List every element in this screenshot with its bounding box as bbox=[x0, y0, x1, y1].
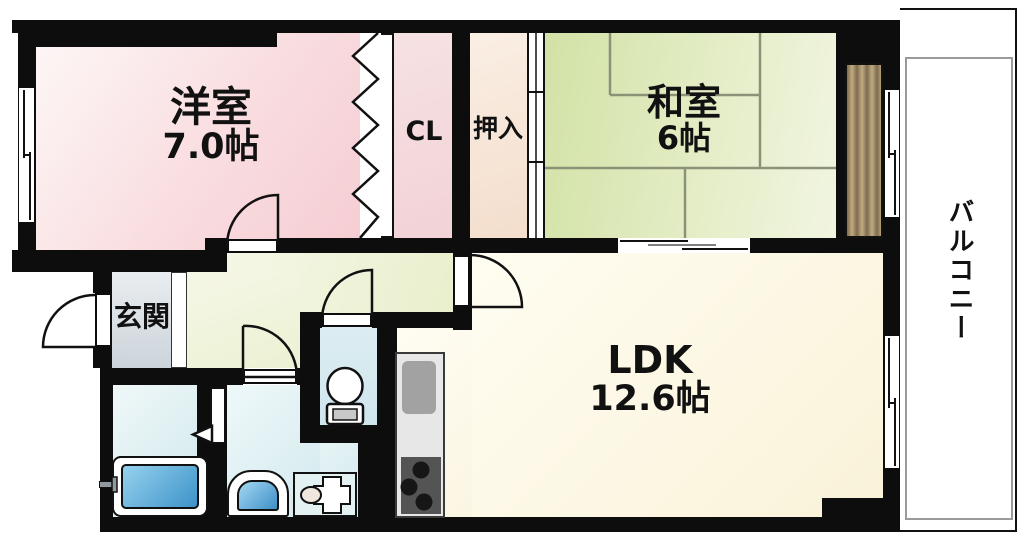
wall-hall-south-a bbox=[300, 312, 322, 328]
room-western bbox=[36, 33, 360, 250]
hallway-lower bbox=[186, 272, 300, 368]
room-size: 6帖 bbox=[656, 119, 712, 158]
wall-outer-left-lower bbox=[100, 368, 113, 532]
room-name: 洋室 bbox=[170, 83, 252, 131]
room-label-balcony: バルコニー bbox=[944, 197, 974, 343]
sliding-door-washitsu-ldk bbox=[618, 238, 750, 253]
room-closet-cl bbox=[394, 33, 452, 238]
room-label-ldk: LDK 12.6帖 bbox=[535, 338, 765, 419]
window-ldk-east bbox=[885, 336, 899, 468]
kitchen-sink-icon bbox=[402, 361, 436, 414]
wall-cl-oshiire-divider bbox=[452, 20, 470, 253]
room-ldk bbox=[472, 253, 883, 517]
room-label-entrance: 玄関 bbox=[113, 300, 170, 333]
room-size: 7.0帖 bbox=[162, 126, 260, 167]
closet-door-panel bbox=[378, 33, 394, 238]
room-label-japanese: 和室 6帖 bbox=[584, 81, 784, 158]
closet-wood-texture bbox=[845, 63, 883, 238]
wall-genkan-left-upper bbox=[93, 252, 112, 293]
washing-machine-window bbox=[237, 480, 279, 511]
wall-middle-b bbox=[750, 238, 900, 253]
shoe-cabinet bbox=[171, 272, 187, 368]
room-label-western: 洋室 7.0帖 bbox=[86, 86, 336, 165]
room-oshiire-closet bbox=[470, 33, 527, 238]
wall-washroom-top-a bbox=[100, 368, 243, 385]
door-leaf-yoshitsu bbox=[227, 239, 278, 253]
swing-door-entrance bbox=[41, 293, 96, 349]
room-label-oshiire: 押入 bbox=[472, 114, 523, 143]
wall-step bbox=[205, 238, 227, 272]
wall-corner-bottomright bbox=[822, 498, 900, 532]
door-leaf-ldk bbox=[453, 255, 470, 307]
room-name: LDK bbox=[607, 338, 693, 382]
room-entrance bbox=[112, 272, 172, 368]
wall-hall-south-b bbox=[372, 312, 472, 328]
balcony-floor-line bbox=[905, 57, 1013, 520]
wall-lintel bbox=[36, 33, 277, 47]
window-west bbox=[19, 88, 34, 222]
wall-washext-right bbox=[358, 425, 377, 517]
window-washitsu-east bbox=[885, 90, 899, 217]
bathtub-faucet-icon bbox=[99, 481, 117, 488]
wall-closet-gap bbox=[836, 63, 845, 238]
wall-bottom bbox=[100, 517, 900, 532]
room-name: 和室 bbox=[647, 81, 721, 124]
room-toilet bbox=[320, 327, 377, 425]
washbasin-icon bbox=[293, 472, 357, 517]
bathroom-folding-door bbox=[210, 387, 226, 444]
room-label-cl: CL bbox=[405, 116, 443, 147]
door-leaf-entrance bbox=[95, 293, 112, 347]
stove-icon bbox=[401, 457, 441, 514]
wall-middle-a bbox=[278, 238, 618, 253]
room-japanese-tatami bbox=[545, 33, 836, 238]
wall-toilet-left bbox=[300, 313, 320, 425]
bathtub-water bbox=[121, 464, 199, 509]
wall-toilet-bottom bbox=[300, 425, 377, 443]
wall-genkan-left-lower bbox=[93, 347, 112, 368]
wall-corner-topright bbox=[836, 33, 900, 63]
door-leaf-toilet bbox=[322, 313, 372, 327]
room-size: 12.6帖 bbox=[589, 378, 711, 419]
wall-kitchen-left bbox=[377, 313, 397, 517]
door-leaf-washroom bbox=[243, 369, 297, 384]
